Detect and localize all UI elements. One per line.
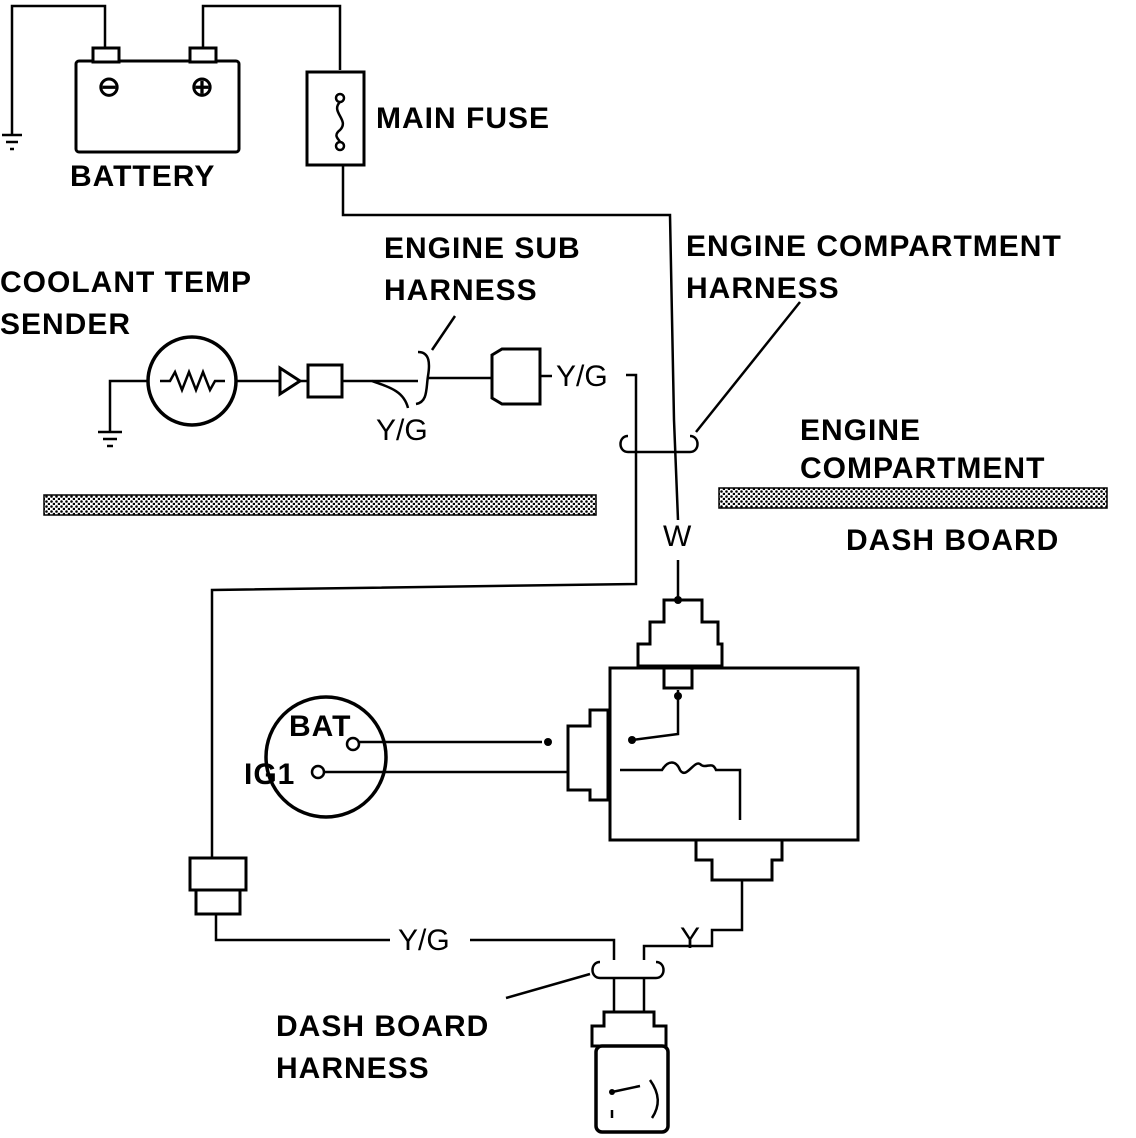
- bat-terminal-label: BAT: [289, 710, 351, 743]
- coolant-temp-sender-label-line1: COOLANT TEMP: [0, 266, 252, 299]
- battery-negative-symbol: ⊖: [97, 71, 120, 102]
- signal-wire: [210, 373, 638, 858]
- firewall-left: [43, 494, 597, 516]
- battery: ⊖ ⊕: [2, 4, 342, 154]
- battery-label: BATTERY: [70, 160, 215, 193]
- main-fuse-label: MAIN FUSE: [376, 102, 550, 135]
- engine-sub-harness-junction: [415, 315, 552, 406]
- engine-compartment-harness-label-line1: ENGINE COMPARTMENT: [686, 230, 1062, 263]
- engine-sub-harness-label-line1: ENGINE SUB: [384, 232, 581, 265]
- ig1-terminal-label: IG1: [244, 758, 295, 791]
- engine-compartment-label-line2: COMPARTMENT: [800, 452, 1045, 485]
- temperature-gauge: [590, 1010, 670, 1134]
- engine-compartment-harness-junction: [619, 301, 801, 454]
- main-fuse: [305, 70, 366, 167]
- gauge-signal-wire-left: [214, 914, 390, 942]
- wire-color-w: W: [663, 520, 692, 553]
- fuse-relay-box: [544, 596, 860, 882]
- wire-color-gauge-yg: Y/G: [398, 924, 450, 957]
- coolant-temp-sender-label-line2: SENDER: [0, 308, 131, 341]
- engine-sub-harness-label-line2: HARNESS: [384, 274, 538, 307]
- signal-wire-connector: [188, 856, 248, 916]
- engine-compartment-label-line1: ENGINE: [800, 414, 921, 447]
- battery-ground-symbol: [2, 133, 22, 151]
- fuse-feed-wire: [341, 165, 680, 521]
- dash-board-label: DASH BOARD: [846, 524, 1059, 557]
- dash-board-harness-label-line1: DASH BOARD: [276, 1010, 489, 1043]
- dash-board-harness-junction: [505, 960, 665, 1012]
- wire-color-y: Y: [680, 922, 700, 955]
- sender-ground-symbol: [98, 430, 122, 448]
- dash-board-harness-label-line2: HARNESS: [276, 1052, 430, 1085]
- engine-compartment-harness-label-line2: HARNESS: [686, 272, 840, 305]
- coolant-temp-sender: [98, 335, 418, 448]
- wire-color-sender-yg: Y/G: [376, 414, 428, 447]
- firewall-right: [718, 487, 1108, 509]
- sender-wire-leader: [371, 379, 410, 409]
- battery-positive-symbol: ⊕: [190, 71, 213, 102]
- wire-color-sub-harness-yg: Y/G: [556, 360, 608, 393]
- ignition-switch: [264, 695, 568, 819]
- gauge-signal-wire-right: [470, 938, 616, 960]
- gauge-power-wire: [642, 880, 744, 960]
